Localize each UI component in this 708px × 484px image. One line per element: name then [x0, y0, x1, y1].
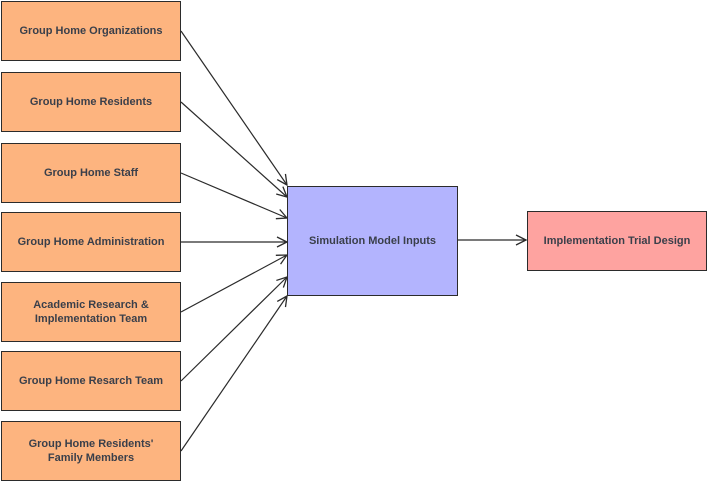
arrow-family-to-inputs [180, 296, 287, 452]
node-label: Group Home Organizations [19, 25, 163, 37]
node-residents-family-members: Group Home Residents' Family Members [1, 421, 181, 481]
node-implementation-trial-design: Implementation Trial Design [527, 211, 707, 271]
node-group-home-residents: Group Home Residents [1, 72, 181, 132]
node-label: Group Home Residents' Family Members [28, 438, 154, 464]
node-academic-research-team: Academic Research & Implementation Team [1, 282, 181, 342]
node-group-home-administration: Group Home Administration [1, 212, 181, 272]
arrow-staff-to-inputs [180, 172, 287, 218]
node-label: Implementation Trial Design [543, 235, 691, 247]
node-label: Academic Research & Implementation Team [33, 299, 149, 325]
node-label: Group Home Resarch Team [18, 375, 164, 387]
arrow-research-team-to-inputs [180, 277, 287, 382]
node-label: Group Home Staff [43, 167, 139, 179]
node-label: Group Home Administration [17, 236, 165, 248]
node-group-home-staff: Group Home Staff [1, 143, 181, 203]
node-group-home-research-team: Group Home Resarch Team [1, 351, 181, 411]
arrow-organizations-to-inputs [180, 30, 287, 185]
arrow-academic-to-inputs [180, 255, 287, 313]
node-label: Simulation Model Inputs [308, 235, 437, 247]
node-label: Group Home Residents [29, 96, 153, 108]
node-group-home-organizations: Group Home Organizations [1, 1, 181, 61]
arrow-residents-to-inputs [180, 101, 287, 197]
node-simulation-model-inputs: Simulation Model Inputs [287, 186, 458, 296]
